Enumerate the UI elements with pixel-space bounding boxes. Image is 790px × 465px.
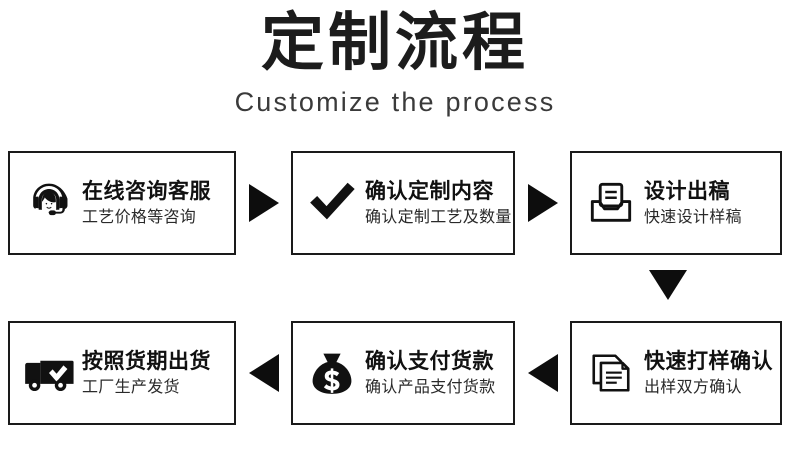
step-card-sample-confirm: 快速打样确认 出样双方确认 (570, 321, 782, 425)
page-title: 定制流程 (261, 6, 529, 79)
flow-row-1: 在线咨询客服 工艺价格等咨询 确认定制内容 确认定制工艺及数量 (0, 151, 790, 255)
step-card-labels: 确认支付货款 确认产品支付货款 (361, 348, 513, 398)
step-card-labels: 确认定制内容 确认定制工艺及数量 (361, 178, 516, 228)
step-subtitle: 确认定制工艺及数量 (365, 207, 512, 226)
step-card-payment: 确认支付货款 确认产品支付货款 (291, 321, 515, 425)
arrow-right-icon (527, 184, 558, 222)
step-card-labels: 快速打样确认 出样双方确认 (640, 348, 780, 398)
step-title: 确认定制内容 (365, 179, 494, 203)
checkmark-icon (303, 180, 361, 226)
step-card-labels: 设计出稿 快速设计样稿 (640, 178, 780, 228)
step-title: 快速打样确认 (644, 349, 773, 373)
step-subtitle: 工艺价格等咨询 (82, 207, 197, 226)
connector-arrow-down (646, 268, 690, 302)
step-title: 按照货期出货 (82, 349, 211, 373)
connector-arrow-left-2 (515, 321, 570, 425)
header: 定制流程 Customize the process (0, 0, 790, 118)
connector-arrow-right-2 (515, 151, 570, 255)
step-card-labels: 按照货期出货 工厂生产发货 (78, 348, 234, 398)
document-tray-icon (582, 180, 640, 226)
connector-arrow-left-1 (236, 321, 291, 425)
step-subtitle: 确认产品支付货款 (365, 377, 496, 396)
step-title: 确认支付货款 (365, 349, 494, 373)
step-subtitle: 出样双方确认 (644, 377, 742, 396)
stacked-documents-icon (582, 350, 640, 396)
arrow-left-icon (527, 354, 558, 392)
flow-row-2: 按照货期出货 工厂生产发货 确认支付货款 确认产品支付货款 (0, 321, 790, 425)
step-card-online-consult: 在线咨询客服 工艺价格等咨询 (8, 151, 236, 255)
step-card-labels: 在线咨询客服 工艺价格等咨询 (78, 178, 234, 228)
arrow-right-icon (248, 184, 279, 222)
arrow-down-icon (649, 270, 687, 300)
step-card-shipment: 按照货期出货 工厂生产发货 (8, 321, 236, 425)
step-card-confirm-content: 确认定制内容 确认定制工艺及数量 (291, 151, 515, 255)
headset-support-icon (20, 180, 78, 226)
step-subtitle: 快速设计样稿 (644, 207, 742, 226)
connector-arrow-right-1 (236, 151, 291, 255)
step-title: 设计出稿 (644, 179, 730, 203)
delivery-truck-check-icon (20, 352, 78, 394)
page-subtitle: Customize the process (234, 87, 556, 117)
step-subtitle: 工厂生产发货 (82, 377, 180, 396)
step-card-design-draft: 设计出稿 快速设计样稿 (570, 151, 782, 255)
step-title: 在线咨询客服 (82, 179, 211, 203)
money-bag-dollar-icon (303, 350, 361, 396)
arrow-left-icon (248, 354, 279, 392)
